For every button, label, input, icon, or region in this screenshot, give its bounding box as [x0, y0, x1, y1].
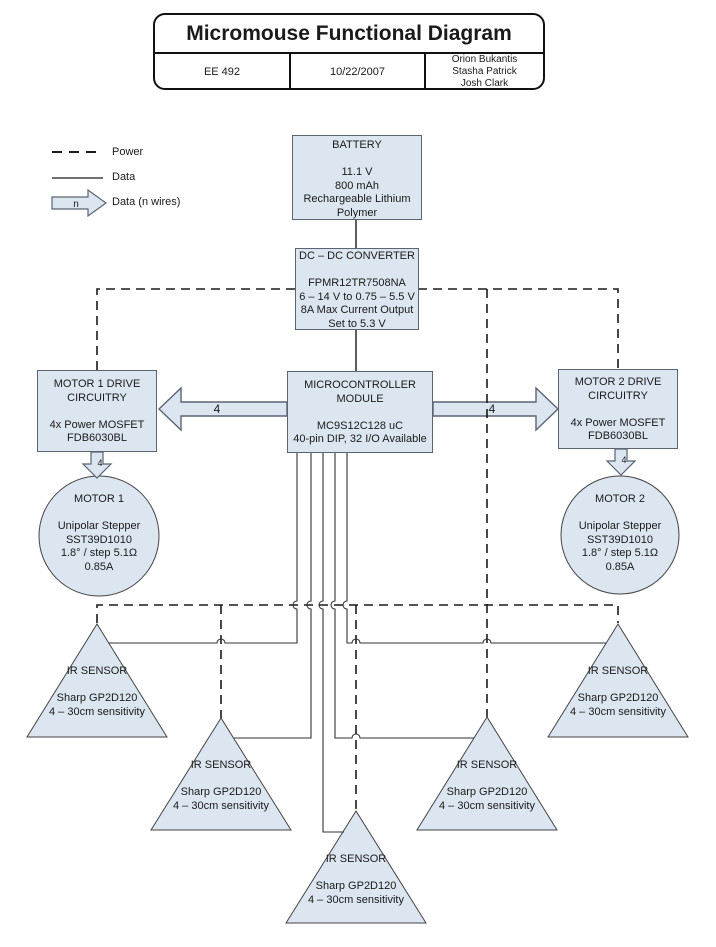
wire-label-drive-motor1: 4: [97, 458, 102, 468]
motor1-wires-arrow: [81, 451, 113, 479]
ir-sensor-mid-left-shape: [150, 717, 292, 831]
ir-sensor-mid-left-label: IR SENSOR Sharp GP2D120 4 – 30cm sensiti…: [173, 759, 269, 812]
motor1-label: MOTOR 1 Unipolar Stepper SST39D1010 1.8°…: [57, 493, 141, 573]
ir-sensor-left-label: IR SENSOR Sharp GP2D120 4 – 30cm sensiti…: [49, 665, 145, 718]
ir-sensor-center-shape: [285, 810, 427, 924]
legend-power-label: Power: [112, 146, 144, 158]
ir-sensor-right-label: IR SENSOR Sharp GP2D120 4 – 30cm sensiti…: [570, 665, 666, 718]
ir-sensor-mid-right-label: IR SENSOR Sharp GP2D120 4 – 30cm sensiti…: [439, 759, 535, 812]
motor2-shape: [560, 475, 680, 595]
power-line-sensor-bus: [96, 604, 619, 623]
ir-sensor-right-shape: [547, 623, 689, 738]
ir-sensor-mid-right-shape: [416, 716, 558, 831]
authors-label: Orion Bukantis Stasha Patrick Josh Clark: [424, 54, 543, 88]
data-line-mcu-to-left-sensor: [109, 453, 298, 644]
legend-wide-arrow-sample: [51, 188, 108, 218]
battery-node: BATTERY 11.1 V 800 mAh Rechargeable Lith…: [292, 135, 422, 220]
wire-label-mcu-motor2: 4: [489, 402, 496, 416]
power-line-converter-to-motor1-drive: [96, 288, 295, 370]
ir-sensor-center-label: IR SENSOR Sharp GP2D120 4 – 30cm sensiti…: [308, 853, 404, 906]
data-line-mcu-to-mid-left-sensor: [234, 453, 312, 739]
data-line-mcu-to-mid-right-sensor: [330, 453, 474, 739]
course-label: EE 492: [203, 66, 241, 78]
motor1-drive-node: MOTOR 1 DRIVE CIRCUITRY 4x Power MOSFET …: [37, 370, 157, 452]
legend-data-label: Data: [112, 171, 136, 183]
power-line-converter-to-motor2-drive: [418, 288, 619, 369]
motor2-wires-arrow: [605, 448, 637, 476]
title-meta-row: EE 492 10/22/2007 Orion Bukantis Stasha …: [155, 54, 543, 88]
data-bus-arrow-left: [157, 386, 288, 432]
title-block: Micromouse Functional Diagram EE 492 10/…: [153, 13, 545, 90]
wire-label-drive-motor2: 4: [621, 455, 626, 465]
date-label: 10/22/2007: [289, 54, 424, 88]
data-bus-arrow-right: [432, 386, 560, 432]
data-line-mcu-to-right-sensor: [342, 453, 606, 644]
motor2-label: MOTOR 2 Unipolar Stepper SST39D1010 1.8°…: [578, 493, 662, 573]
microcontroller-node: MICROCONTROLLER MODULE MC9S12C128 uC 40-…: [287, 371, 433, 453]
legend-data-n-label: Data (n wires): [112, 196, 181, 208]
dc-dc-converter-node: DC – DC CONVERTER FPMR12TR7508NA 6 – 14 …: [295, 248, 419, 330]
wire-label-mcu-motor1: 4: [214, 402, 221, 416]
motor2-drive-node: MOTOR 2 DRIVE CIRCUITRY 4x Power MOSFET …: [558, 369, 678, 449]
page-title: Micromouse Functional Diagram: [155, 15, 543, 54]
ir-sensor-left-shape: [26, 623, 168, 738]
legend-n-symbol: n: [73, 199, 79, 210]
data-line-mcu-to-center-sensor: [318, 453, 344, 833]
